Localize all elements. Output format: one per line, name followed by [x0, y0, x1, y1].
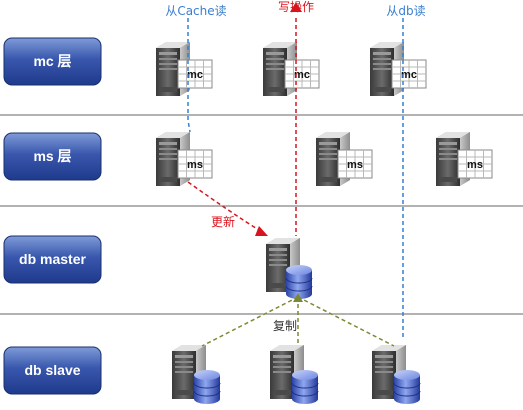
database-cylinder-icon	[193, 369, 221, 405]
ms-node: ms	[156, 132, 213, 186]
replication-flow	[297, 296, 395, 347]
layer-box-db-master: db master	[3, 235, 102, 284]
annotation-replicate: 复制	[273, 319, 297, 333]
annotation-read-cache: 从Cache读	[165, 4, 226, 18]
mc-tag: mc	[401, 69, 417, 81]
read-cache-flow	[187, 18, 191, 133]
database-cylinder-icon	[291, 369, 319, 405]
ms-node: ms	[436, 132, 493, 186]
annotation-read-db: 从db读	[386, 4, 425, 18]
layer-label-ms: ms 层	[33, 148, 71, 164]
database-cylinder-icon	[285, 264, 313, 300]
layer-label-db-master: db master	[19, 251, 86, 267]
write-arrow-icon	[290, 2, 302, 12]
mc-node: mc	[263, 42, 320, 96]
db-slave-node	[172, 345, 221, 405]
mc-tag: mc	[294, 69, 310, 81]
layer-label-mc: mc 层	[33, 53, 71, 69]
mc-node: mc	[370, 42, 427, 96]
replication-arrow-icon	[293, 293, 303, 302]
mc-node: mc	[156, 42, 213, 96]
ms-tag: ms	[467, 159, 483, 171]
annotation-update: 更新	[211, 214, 235, 229]
ms-tag: ms	[347, 159, 363, 171]
ms-node: ms	[316, 132, 373, 186]
ms-tag: ms	[187, 159, 203, 171]
db-slave-node	[270, 345, 319, 405]
db-slave-node	[372, 345, 421, 405]
update-arrow-icon	[255, 226, 268, 236]
layer-label-db-slave: db slave	[24, 362, 80, 378]
replication-flow	[201, 296, 299, 347]
database-cylinder-icon	[393, 369, 421, 405]
annotation-write: 写操作	[278, 0, 314, 14]
mc-tag: mc	[187, 69, 203, 81]
layer-box-mc: mc 层	[3, 37, 102, 86]
db-master-node	[266, 238, 313, 300]
layer-box-db-slave: db slave	[3, 346, 102, 395]
layer-box-ms: ms 层	[3, 132, 102, 181]
update-flow	[187, 181, 263, 233]
